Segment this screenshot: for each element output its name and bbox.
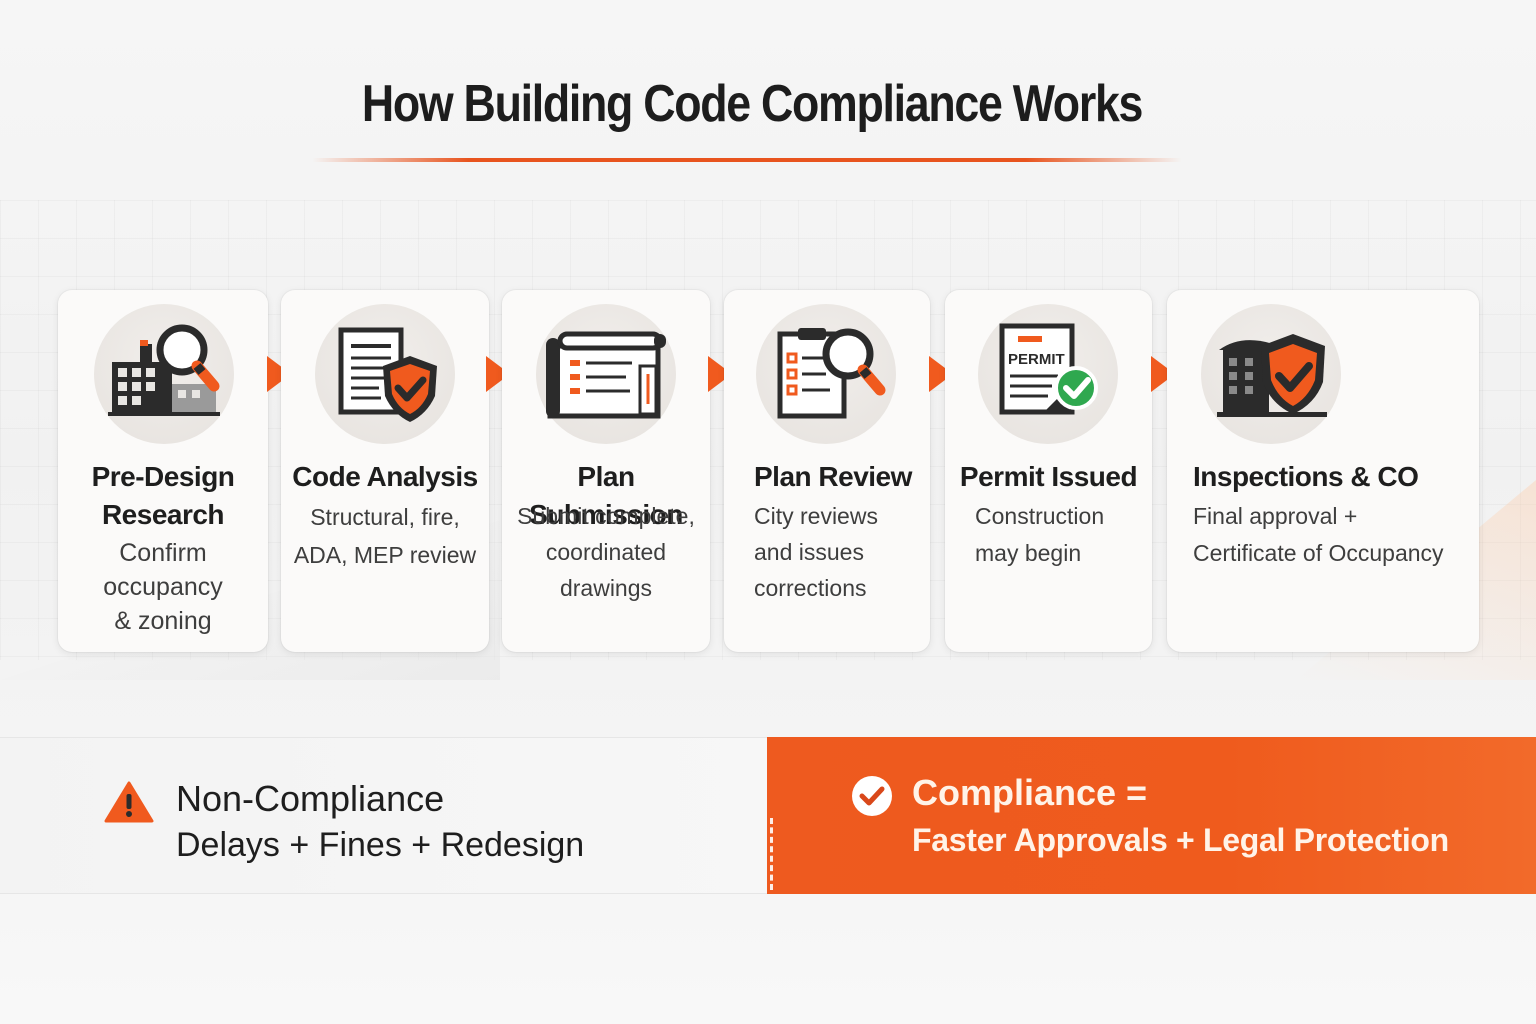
page-title: How Building Code Compliance Works [361, 75, 1143, 133]
step-title: Plan Review [754, 461, 912, 492]
step-card-pre-design-research: Pre-Design Research Confirm occupancy & … [58, 290, 268, 652]
step-card-plan-submission: Plan Submission Submit complete, coordin… [502, 290, 710, 652]
non-compliance-subtitle: Delays + Fines + Redesign [176, 826, 585, 864]
compliance-band [767, 737, 1536, 894]
compliance-subtitle: Faster Approvals + Legal Protection [912, 822, 1449, 858]
step-description: Structural, fire, ADA, MEP review [293, 504, 477, 568]
step-title: Inspections & CO [1193, 461, 1419, 492]
step-card-code-analysis: Code Analysis Structural, fire, ADA, MEP… [281, 290, 489, 652]
step-title: Permit Issued [959, 461, 1138, 492]
step-card-inspections-co: Inspections & CO Final approval + Certif… [1167, 290, 1479, 652]
step-description: Final approval + Certificate of Occupanc… [1193, 503, 1444, 566]
checklist-magnifier-icon [756, 304, 896, 444]
step-card-plan-review: Plan Review City reviews and issues corr… [724, 290, 930, 652]
step-description: City reviews and issues corrections [754, 503, 878, 601]
step-card-permit-issued: PERMIT Permit Issued Construction may be… [945, 290, 1152, 652]
compliance-title: Compliance = [912, 772, 1148, 813]
title-underline [312, 158, 1182, 162]
step-title: Code Analysis [292, 461, 478, 492]
step-title: Plan Submission [529, 461, 683, 530]
warning-icon [104, 781, 154, 823]
check-circle-icon [852, 776, 892, 816]
band-divider [770, 818, 773, 890]
step-title: Pre-Design Research [91, 461, 235, 530]
blueprint-roll-icon [536, 304, 676, 444]
step-description: Submit complete, coordinated drawings [517, 503, 695, 601]
building-magnifier-icon [94, 304, 234, 444]
permit-label: PERMIT [1008, 351, 1065, 368]
building-shield-icon [1201, 304, 1341, 444]
document-shield-icon [315, 304, 455, 444]
permit-document-icon: PERMIT [978, 304, 1118, 444]
non-compliance-title: Non-Compliance [176, 778, 445, 819]
step-description: Confirm occupancy & zoning [103, 539, 223, 635]
step-description: Construction may begin [975, 503, 1105, 566]
